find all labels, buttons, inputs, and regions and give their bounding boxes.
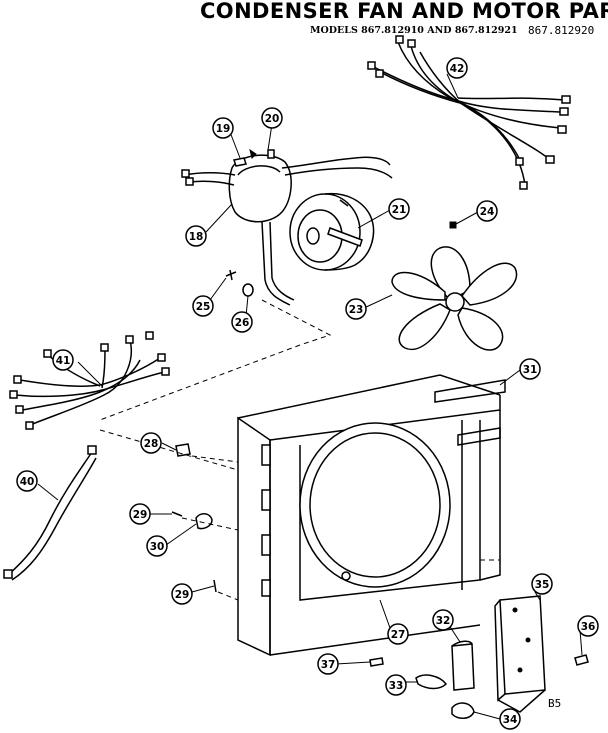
callout-29-lower: 29 [171, 583, 193, 605]
callouts: 19 20 42 21 24 18 25 26 23 41 31 28 40 2… [16, 57, 599, 730]
callout-30: 30 [146, 535, 168, 557]
control-box-35 [494, 595, 546, 713]
callout-37: 37 [317, 653, 339, 675]
callout-29-upper: 29 [129, 503, 151, 525]
svg-text:31: 31 [523, 364, 538, 376]
fan-motor-21 [289, 192, 375, 271]
callout-33: 33 [385, 674, 407, 696]
models-extra: 867.812920 [528, 24, 594, 37]
callout-31: 31 [519, 358, 541, 380]
svg-text:21: 21 [392, 204, 407, 216]
part-34 [451, 702, 475, 719]
motor-bracket-18 [181, 148, 393, 306]
svg-text:20: 20 [265, 113, 280, 125]
callout-26: 26 [231, 311, 253, 333]
wire-40 [3, 445, 97, 581]
callout-21: 21 [388, 198, 410, 220]
screw-25 [225, 269, 237, 281]
svg-text:34: 34 [503, 714, 518, 726]
svg-text:29: 29 [133, 509, 148, 521]
models-line: MODELS 867.812910 AND 867.812921 [310, 25, 518, 36]
svg-text:29: 29 [175, 589, 190, 601]
nut-26 [242, 283, 254, 297]
callout-27: 27 [387, 623, 409, 645]
svg-text:42: 42 [450, 63, 465, 75]
svg-text:18: 18 [189, 231, 204, 243]
strap-33 [415, 674, 447, 690]
svg-text:30: 30 [150, 541, 165, 553]
capacitor-32 [451, 640, 475, 691]
callout-20: 20 [261, 107, 283, 129]
callout-28: 28 [140, 432, 162, 454]
screw-24 [449, 221, 457, 229]
wire-harness-41 [9, 331, 170, 430]
svg-text:36: 36 [581, 621, 596, 633]
assembly-lines [99, 299, 500, 601]
svg-text:32: 32 [436, 615, 451, 627]
callout-34: 34 [499, 708, 521, 730]
callout-18: 18 [185, 225, 207, 247]
clip-28 [175, 443, 191, 457]
svg-text:28: 28 [144, 438, 159, 450]
screw-29a [171, 511, 183, 517]
svg-text:26: 26 [235, 317, 250, 329]
callout-36: 36 [577, 615, 599, 637]
svg-text:25: 25 [196, 301, 211, 313]
screw-36 [574, 654, 589, 666]
callout-19: 19 [212, 117, 234, 139]
callout-25: 25 [192, 295, 214, 317]
part-30 [195, 513, 213, 530]
corner-code: B5 [548, 697, 561, 710]
screw-37 [369, 657, 384, 667]
wire-harness-42 [367, 35, 571, 190]
svg-text:27: 27 [391, 629, 406, 641]
fan-blade-23 [391, 246, 518, 351]
svg-text:40: 40 [20, 476, 35, 488]
callout-40: 40 [16, 470, 38, 492]
callout-23: 23 [345, 298, 367, 320]
callout-42: 42 [446, 57, 468, 79]
screw-29b [213, 579, 217, 593]
svg-text:23: 23 [349, 304, 364, 316]
svg-text:35: 35 [535, 579, 550, 591]
svg-text:37: 37 [321, 659, 336, 671]
callout-24: 24 [476, 200, 498, 222]
callout-32: 32 [432, 609, 454, 631]
shroud-27 [237, 374, 506, 657]
diagram-title: CONDENSER FAN AND MOTOR PARTS [200, 0, 608, 23]
callout-35: 35 [531, 573, 553, 595]
svg-text:24: 24 [480, 206, 495, 218]
callout-41: 41 [52, 349, 74, 371]
svg-text:33: 33 [389, 680, 404, 692]
leader-lines [37, 73, 583, 720]
svg-text:41: 41 [56, 355, 71, 367]
svg-text:19: 19 [216, 123, 231, 135]
